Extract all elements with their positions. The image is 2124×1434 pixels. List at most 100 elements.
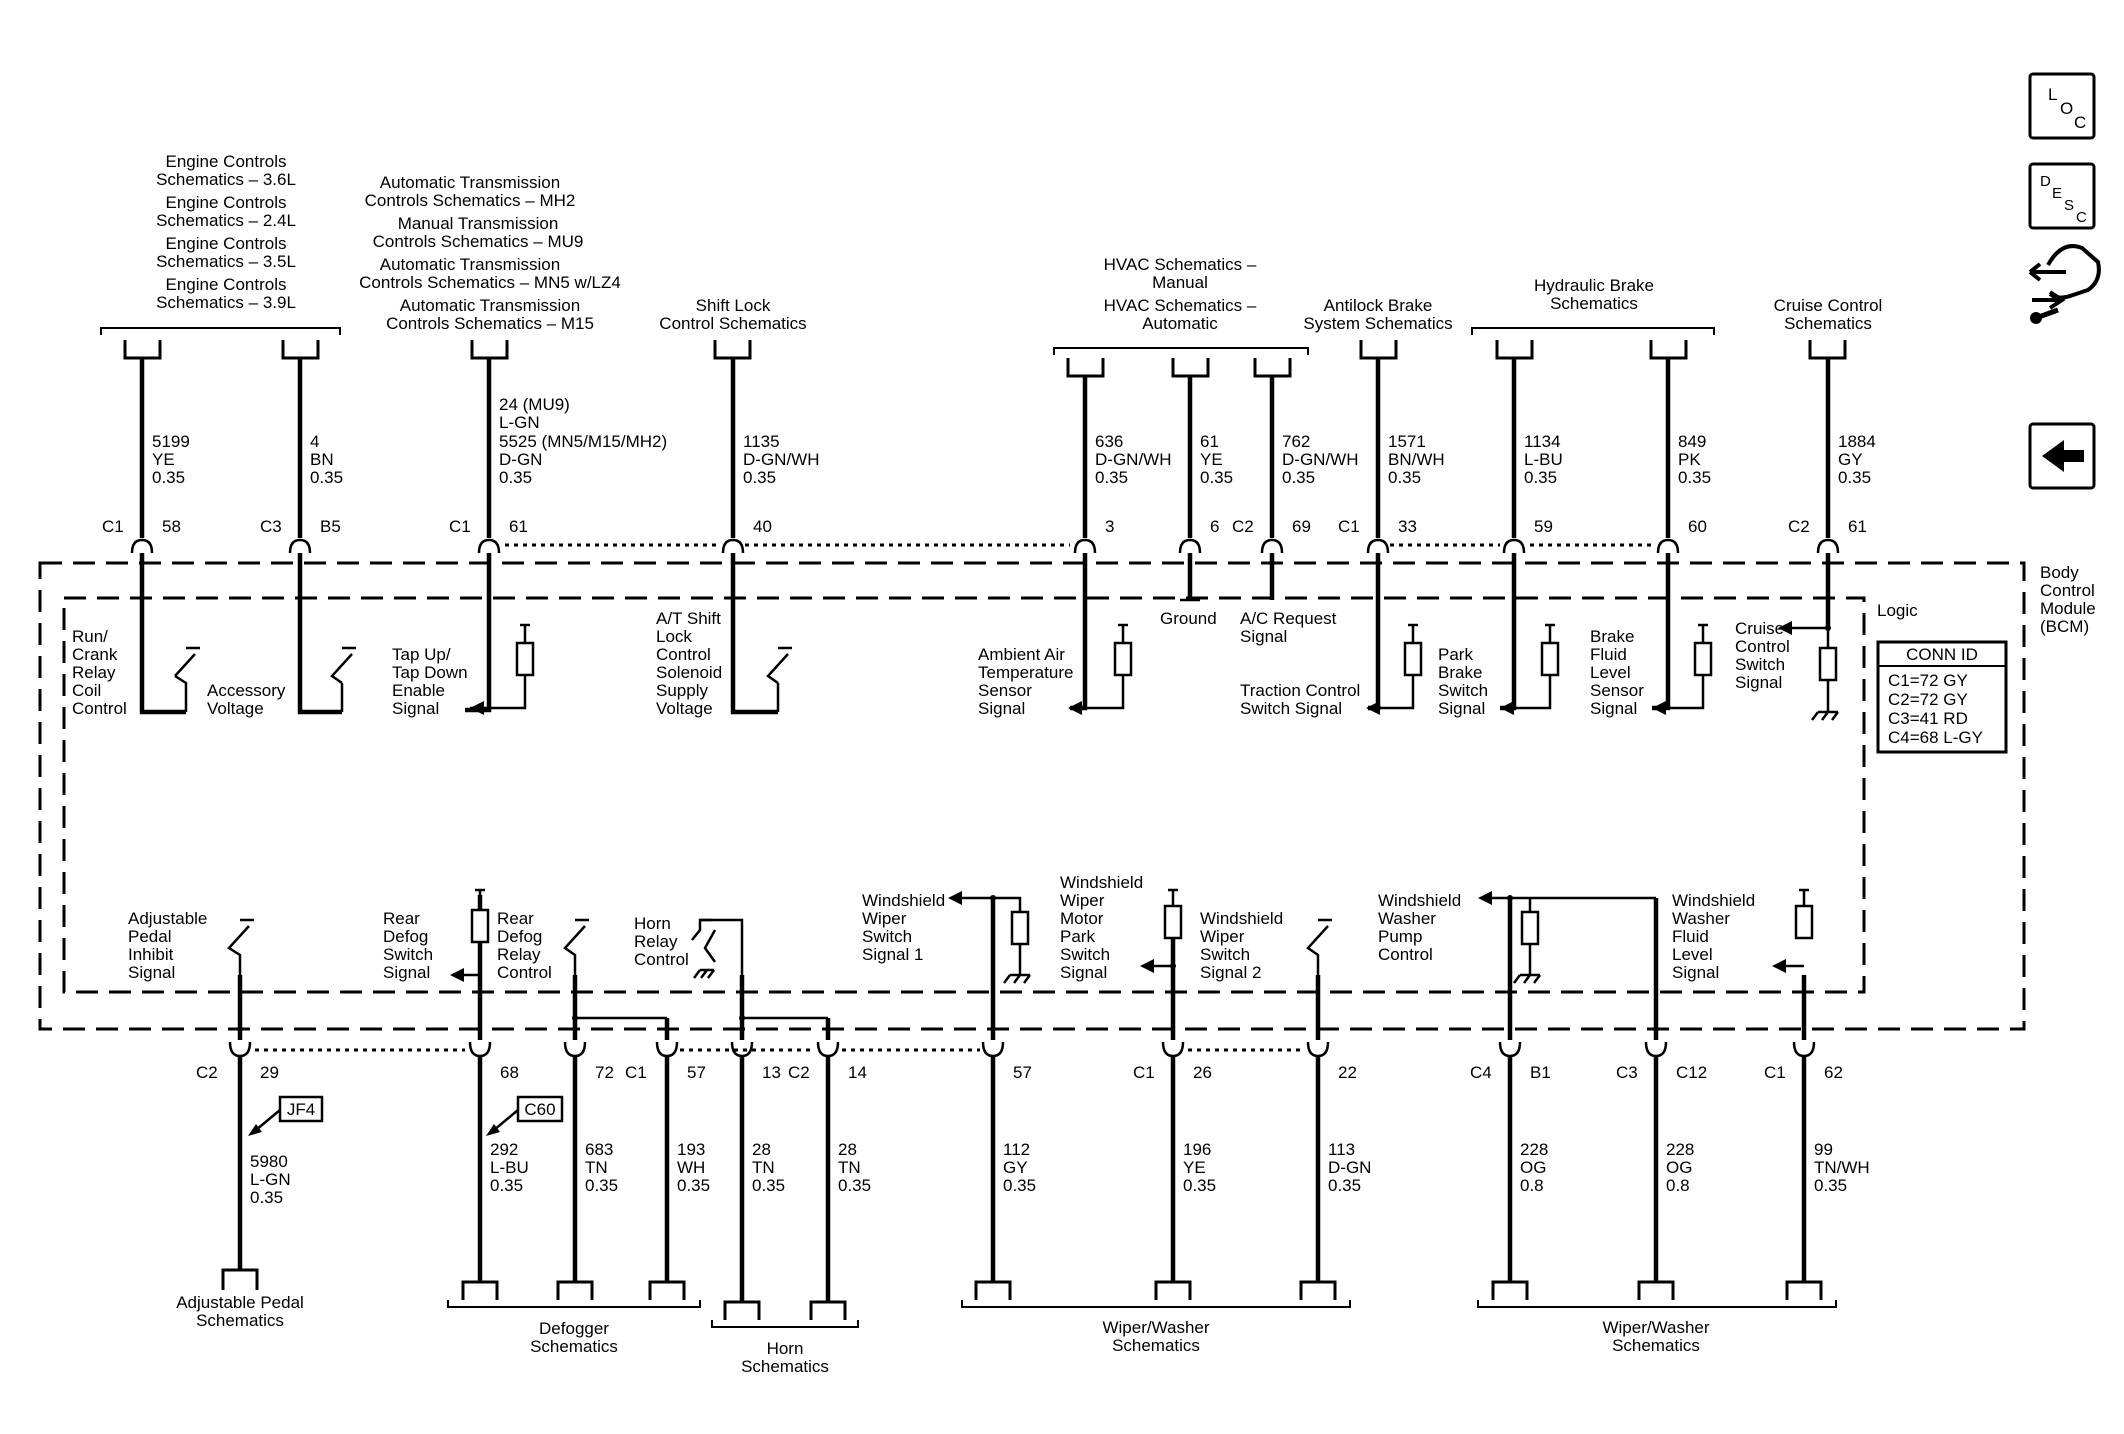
svg-text:Washer: Washer — [1672, 909, 1730, 928]
svg-text:Schematics – 3.6L: Schematics – 3.6L — [156, 170, 296, 189]
connector-end-view-icon[interactable] — [2028, 244, 2101, 324]
svg-text:System Schematics: System Schematics — [1303, 314, 1452, 333]
svg-text:Module: Module — [2040, 599, 2096, 618]
loc-icon-letter: L — [2048, 85, 2057, 104]
defogger-ref[interactable]: Defogger Schematics — [447, 1300, 701, 1356]
svg-text:Level: Level — [1672, 945, 1713, 964]
svg-text:Cruise: Cruise — [1735, 619, 1784, 638]
svg-text:Switch: Switch — [1200, 945, 1250, 964]
svg-text:Controls Schematics – MN5 w/LZ: Controls Schematics – MN5 w/LZ4 — [359, 273, 621, 292]
svg-text:Tap Down: Tap Down — [392, 663, 468, 682]
svg-text:99: 99 — [1814, 1140, 1833, 1159]
desc-icon-letter: C — [2076, 209, 2087, 226]
svg-text:13: 13 — [762, 1063, 781, 1082]
svg-text:Control: Control — [1378, 945, 1433, 964]
svg-text:Manual Transmission: Manual Transmission — [398, 214, 559, 233]
svg-text:29: 29 — [260, 1063, 279, 1082]
svg-text:Windshield: Windshield — [1378, 891, 1461, 910]
engine-controls-ref[interactable]: Engine Controls Schematics – 3.6L Engine… — [100, 152, 341, 335]
svg-text:GY: GY — [1003, 1158, 1028, 1177]
loc-icon-letter: O — [2060, 99, 2073, 118]
svg-text:Schematics: Schematics — [1784, 314, 1872, 333]
svg-text:Rear: Rear — [383, 909, 420, 928]
svg-text:A/T Shift: A/T Shift — [656, 609, 721, 628]
svg-text:Temperature: Temperature — [978, 663, 1073, 682]
svg-text:Traction Control: Traction Control — [1240, 681, 1360, 700]
svg-text:Control Schematics: Control Schematics — [659, 314, 806, 333]
svg-text:1134: 1134 — [1524, 432, 1561, 451]
loc-button[interactable]: L O C — [2028, 72, 2096, 140]
svg-text:Brake: Brake — [1590, 627, 1634, 646]
svg-text:0.35: 0.35 — [1524, 468, 1557, 487]
svg-text:0.35: 0.35 — [1678, 468, 1711, 487]
conn-id-row: C2=72 GY — [1888, 690, 1968, 709]
svg-text:Accessory: Accessory — [207, 681, 286, 700]
wiper-washer-ref-1[interactable]: Wiper/Washer Schematics — [961, 1300, 1351, 1355]
svg-text:60: 60 — [1688, 517, 1707, 536]
antilock-brake-ref[interactable]: Antilock Brake System Schematics — [1303, 296, 1452, 333]
svg-text:Coil: Coil — [72, 681, 101, 700]
svg-text:Defogger: Defogger — [539, 1319, 609, 1338]
svg-text:3: 3 — [1105, 517, 1114, 536]
top-connector-pins — [130, 538, 1840, 554]
svg-text:Pump: Pump — [1378, 927, 1422, 946]
svg-text:5199: 5199 — [152, 432, 190, 451]
transmission-controls-ref[interactable]: Automatic Transmission Controls Schemati… — [359, 173, 621, 333]
svg-text:57: 57 — [1013, 1063, 1032, 1082]
svg-text:Solenoid: Solenoid — [656, 663, 722, 682]
svg-text:28: 28 — [838, 1140, 857, 1159]
svg-text:0.35: 0.35 — [1814, 1176, 1847, 1195]
svg-text:Park: Park — [1060, 927, 1095, 946]
svg-text:Lock: Lock — [656, 627, 692, 646]
svg-text:Automatic Transmission: Automatic Transmission — [400, 296, 580, 315]
svg-text:D-GN/WH: D-GN/WH — [743, 450, 819, 469]
svg-text:HVAC Schematics –: HVAC Schematics – — [1104, 296, 1257, 315]
svg-text:61: 61 — [1848, 517, 1867, 536]
jf4-location-tag[interactable]: JF4 — [248, 1095, 324, 1136]
shift-lock-ref[interactable]: Shift Lock Control Schematics — [659, 296, 806, 333]
svg-text:Signal: Signal — [1438, 699, 1485, 718]
c60-location-tag[interactable]: C60 — [486, 1095, 564, 1136]
horn-ref[interactable]: Horn Schematics — [711, 1320, 859, 1376]
back-button[interactable] — [2028, 422, 2096, 490]
svg-text:Wiper: Wiper — [1060, 891, 1105, 910]
hydraulic-brake-ref[interactable]: Hydraulic Brake Schematics — [1471, 276, 1715, 335]
conn-id-title: CONN ID — [1906, 645, 1978, 664]
desc-button[interactable]: D E S C — [2028, 162, 2096, 230]
svg-text:Defog: Defog — [383, 927, 428, 946]
svg-text:Run/: Run/ — [72, 627, 108, 646]
wiper-washer-ref-2[interactable]: Wiper/Washer Schematics — [1477, 1300, 1837, 1355]
inner-bottom-wires — [237, 895, 1807, 1040]
cruise-control-ref[interactable]: Cruise Control Schematics — [1774, 296, 1883, 333]
adj-pedal-ref[interactable]: Adjustable Pedal Schematics — [176, 1293, 304, 1330]
svg-text:Schematics: Schematics — [1612, 1336, 1700, 1355]
svg-text:0.35: 0.35 — [310, 468, 343, 487]
svg-text:Sensor: Sensor — [1590, 681, 1644, 700]
svg-text:Controls Schematics – MU9: Controls Schematics – MU9 — [373, 232, 584, 251]
hvac-ref[interactable]: HVAC Schematics – Manual HVAC Schematics… — [1053, 255, 1309, 355]
svg-text:Schematics: Schematics — [530, 1337, 618, 1356]
svg-text:Wiper: Wiper — [862, 909, 907, 928]
svg-text:OG: OG — [1520, 1158, 1546, 1177]
svg-text:TN: TN — [838, 1158, 861, 1177]
svg-text:40: 40 — [753, 517, 772, 536]
svg-text:683: 683 — [585, 1140, 613, 1159]
svg-text:0.35: 0.35 — [1200, 468, 1233, 487]
svg-text:Control: Control — [1735, 637, 1790, 656]
svg-text:HVAC Schematics –: HVAC Schematics – — [1104, 255, 1257, 274]
svg-text:0.8: 0.8 — [1666, 1176, 1690, 1195]
svg-text:Windshield: Windshield — [1060, 873, 1143, 892]
svg-text:1884: 1884 — [1838, 432, 1876, 451]
